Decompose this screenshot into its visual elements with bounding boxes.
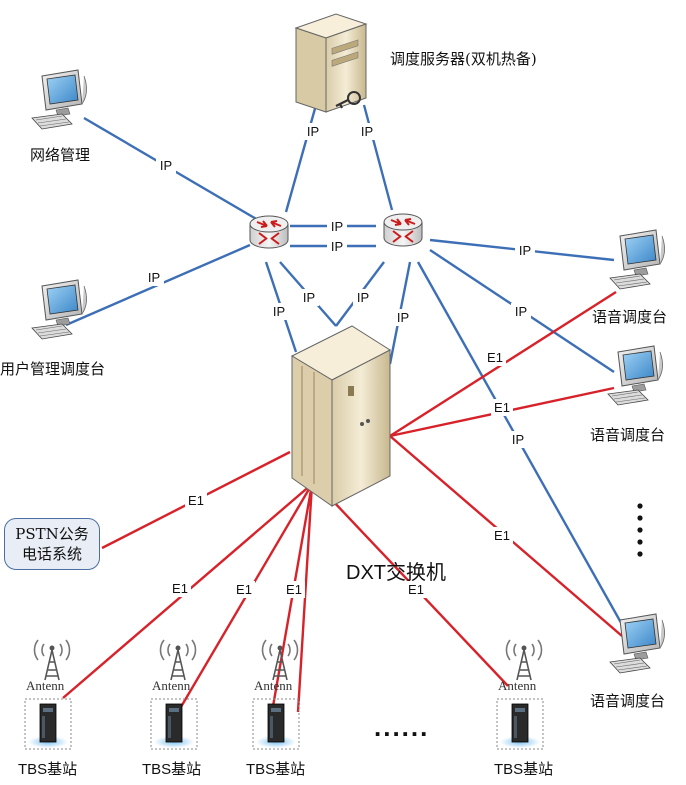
server-icon — [294, 13, 368, 113]
ip-label: IP — [508, 431, 528, 448]
svg-text:IP: IP — [331, 219, 343, 234]
ip-label: IP — [515, 242, 535, 259]
antenna-label: Antenn — [152, 678, 191, 693]
router-icon — [249, 215, 289, 249]
ip-label: IP — [156, 157, 176, 174]
ip-label: IP — [327, 238, 347, 254]
switch-cabinet-icon — [290, 325, 392, 507]
svg-text:IP: IP — [361, 124, 373, 139]
svg-text:IP: IP — [357, 290, 369, 305]
svg-text:E1: E1 — [408, 582, 424, 597]
computer-icon — [607, 345, 664, 406]
ip-label: IP — [144, 269, 164, 286]
svg-text:IP: IP — [160, 158, 172, 173]
svg-text:IP: IP — [148, 270, 160, 285]
e1-label: E1 — [185, 492, 207, 509]
computer-icon — [31, 279, 88, 340]
ip-label: IP — [353, 289, 373, 306]
tbs-label: TBS基站 — [494, 761, 554, 778]
ip-label: IP — [511, 303, 531, 320]
router-icon — [383, 213, 423, 247]
svg-text:IP: IP — [512, 432, 524, 447]
ip-label: IP — [269, 303, 289, 320]
pstn-system-box: PSTN公务 电话系统 — [4, 518, 100, 570]
antenna-label: Antenn — [254, 678, 293, 693]
svg-text:IP: IP — [397, 310, 409, 325]
svg-text:E1: E1 — [494, 528, 510, 543]
e1-label: E1 — [169, 580, 191, 597]
ip-link-server-router2 — [362, 104, 394, 211]
svg-text:IP: IP — [303, 290, 315, 305]
antenna-label: Antenn — [26, 678, 65, 693]
antenna-tower-icon — [505, 639, 543, 681]
svg-text:E1: E1 — [286, 582, 302, 597]
pstn-label-line2: 电话系统 — [21, 545, 82, 563]
base-station-icon — [252, 698, 300, 750]
voice-console-label: 语音调度台 — [590, 426, 666, 444]
user-mgmt-console-label: 用户管理调度台 — [0, 360, 106, 378]
svg-text:IP: IP — [273, 304, 285, 319]
tbs-label: TBS基站 — [142, 761, 202, 778]
tbs-label: TBS基站 — [246, 761, 306, 778]
link-labels: IP IP IP IP IP IP IP IP IP IP IP IP IP E… — [144, 123, 535, 598]
tbs-label: TBS基站 — [18, 761, 78, 778]
e1-label: E1 — [233, 581, 255, 598]
antenna-label: Antenn — [498, 678, 537, 693]
computer-icon — [31, 69, 88, 130]
svg-text:IP: IP — [519, 243, 531, 258]
ip-label: IP — [393, 309, 413, 326]
base-station-icon — [150, 698, 198, 750]
ip-link-server-router1 — [284, 104, 318, 213]
dispatch-server-label: 调度服务器(双机热备) — [390, 50, 537, 68]
antenna-tower-icon — [159, 639, 197, 681]
computer-icon — [609, 613, 666, 674]
ip-label: IP — [357, 123, 377, 140]
e1-label: E1 — [491, 527, 513, 544]
voice-console-label: 语音调度台 — [590, 692, 666, 710]
svg-text:E1: E1 — [172, 581, 188, 596]
dxt-switch-label: DXT交换机 — [346, 562, 446, 584]
voice-console-label: 语音调度台 — [592, 308, 668, 326]
more-stations-indicator: ...... — [374, 712, 430, 742]
network-mgmt-label: 网络管理 — [30, 146, 91, 164]
svg-text:E1: E1 — [188, 493, 204, 508]
base-station-icon — [24, 698, 72, 750]
e1-label: E1 — [484, 349, 506, 366]
computer-icon — [609, 229, 666, 290]
svg-text:IP: IP — [515, 304, 527, 319]
e1-label: E1 — [283, 581, 305, 598]
ip-label: IP — [303, 123, 323, 140]
antenna-tower-icon — [33, 639, 71, 681]
svg-text:IP: IP — [331, 239, 343, 254]
svg-text:E1: E1 — [494, 400, 510, 415]
e1-label: E1 — [405, 581, 427, 598]
ip-label: IP — [327, 218, 347, 234]
ip-label: IP — [299, 289, 319, 306]
svg-text:E1: E1 — [236, 582, 252, 597]
e1-label: E1 — [491, 399, 513, 416]
more-consoles-indicator — [637, 503, 643, 557]
pstn-label-line1: PSTN公务 — [15, 525, 89, 543]
base-station-icon — [496, 698, 544, 750]
svg-text:IP: IP — [307, 124, 319, 139]
svg-text:E1: E1 — [487, 350, 503, 365]
